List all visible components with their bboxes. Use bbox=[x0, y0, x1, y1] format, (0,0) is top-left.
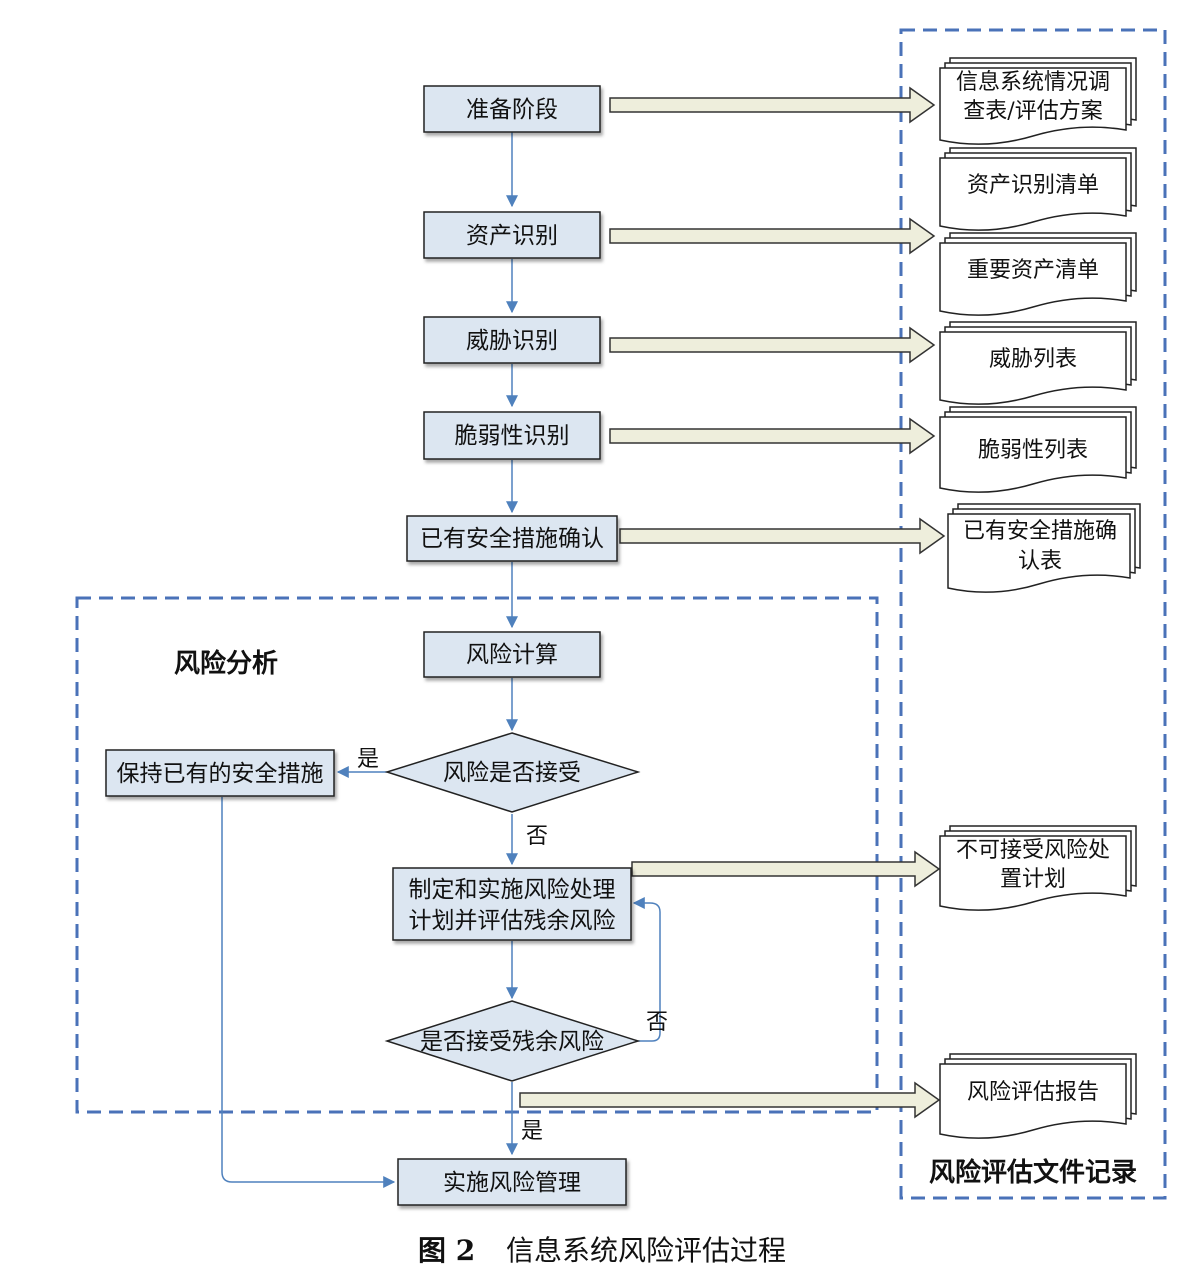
doc-label-key-asset-list: 重要资产清单 bbox=[967, 258, 1099, 283]
caption-number: 图 2 bbox=[418, 1234, 475, 1267]
arrow-to-threat-list bbox=[609, 326, 936, 364]
doc-asset-list bbox=[939, 147, 1137, 231]
doc-label-survey-line2: 查表/评估方案 bbox=[963, 99, 1102, 124]
doc-treatment-plan bbox=[939, 825, 1137, 911]
label-treatment-line1: 制定和实施风险处理 bbox=[409, 877, 616, 903]
label-no-residual: 否 bbox=[646, 1010, 668, 1035]
step-risk-calc bbox=[423, 631, 601, 678]
label-yes-keep: 是 bbox=[357, 747, 379, 772]
document-stacks bbox=[939, 57, 1141, 1139]
arrow-to-asset-lists bbox=[609, 217, 936, 255]
decision-diamonds bbox=[384, 732, 641, 1082]
label-accept-q: 风险是否接受 bbox=[443, 760, 581, 786]
region-title-risk-analysis: 风险分析 bbox=[174, 648, 278, 679]
doc-label-survey-line1: 信息系统情况调 bbox=[956, 70, 1110, 95]
doc-report bbox=[939, 1053, 1137, 1139]
label-keep-measures: 保持已有的安全措施 bbox=[117, 761, 324, 787]
process-boxes bbox=[105, 85, 632, 1206]
label-residual-q: 是否接受残余风险 bbox=[420, 1029, 604, 1055]
doc-vuln-list bbox=[939, 406, 1137, 493]
doc-label-threat-list: 威胁列表 bbox=[989, 347, 1077, 372]
step-existing-measures bbox=[406, 515, 618, 562]
label-treatment-line2: 计划并评估残余风险 bbox=[409, 908, 616, 934]
doc-label-plan-line1: 不可接受风险处 bbox=[956, 838, 1110, 863]
arrow-to-measures-table bbox=[619, 517, 946, 555]
caption-title: 信息系统风险评估过程 bbox=[506, 1234, 786, 1267]
records-region-border bbox=[899, 28, 1167, 1200]
label-yes-implement: 是 bbox=[521, 1119, 543, 1144]
doc-label-report: 风险评估报告 bbox=[967, 1080, 1099, 1105]
doc-label-asset-list: 资产识别清单 bbox=[967, 173, 1099, 198]
label-asset-id: 资产识别 bbox=[466, 223, 558, 249]
doc-measures-table bbox=[947, 503, 1141, 593]
label-risk-calc: 风险计算 bbox=[466, 642, 558, 668]
document-arrows bbox=[519, 86, 946, 1119]
decision-residual bbox=[384, 1000, 641, 1082]
doc-threat-list bbox=[939, 321, 1137, 405]
step-keep-measures bbox=[105, 749, 335, 797]
arrow-to-survey bbox=[609, 86, 936, 124]
step-asset-id bbox=[423, 211, 601, 259]
arrow-to-treatment-plan bbox=[631, 850, 941, 888]
label-implement: 实施风险管理 bbox=[443, 1170, 581, 1196]
doc-label-measures-line1: 已有安全措施确 bbox=[963, 519, 1117, 544]
arrow-to-report bbox=[519, 1081, 941, 1119]
step-treatment bbox=[392, 867, 632, 941]
label-no-accept: 否 bbox=[526, 824, 548, 849]
step-vuln-id bbox=[423, 411, 601, 460]
label-vuln-id: 脆弱性识别 bbox=[455, 423, 570, 449]
decision-accept bbox=[384, 732, 641, 813]
doc-label-plan-line2: 置计划 bbox=[1000, 867, 1066, 892]
region-title-records: 风险评估文件记录 bbox=[929, 1157, 1137, 1188]
risk-analysis-region-border bbox=[75, 596, 879, 1114]
doc-label-measures-line2: 认表 bbox=[1018, 549, 1062, 574]
doc-survey bbox=[939, 57, 1137, 145]
label-threat-id: 威胁识别 bbox=[466, 328, 558, 354]
step-implement bbox=[397, 1158, 627, 1206]
label-existing-measures: 已有安全措施确认 bbox=[420, 526, 604, 552]
arrow-to-vuln-list bbox=[609, 417, 936, 455]
flow-connectors bbox=[221, 132, 661, 1188]
label-prepare: 准备阶段 bbox=[466, 97, 558, 123]
step-prepare bbox=[423, 85, 601, 133]
doc-key-asset-list bbox=[939, 232, 1137, 316]
doc-label-vuln-list: 脆弱性列表 bbox=[978, 438, 1088, 463]
step-threat-id bbox=[423, 316, 601, 364]
